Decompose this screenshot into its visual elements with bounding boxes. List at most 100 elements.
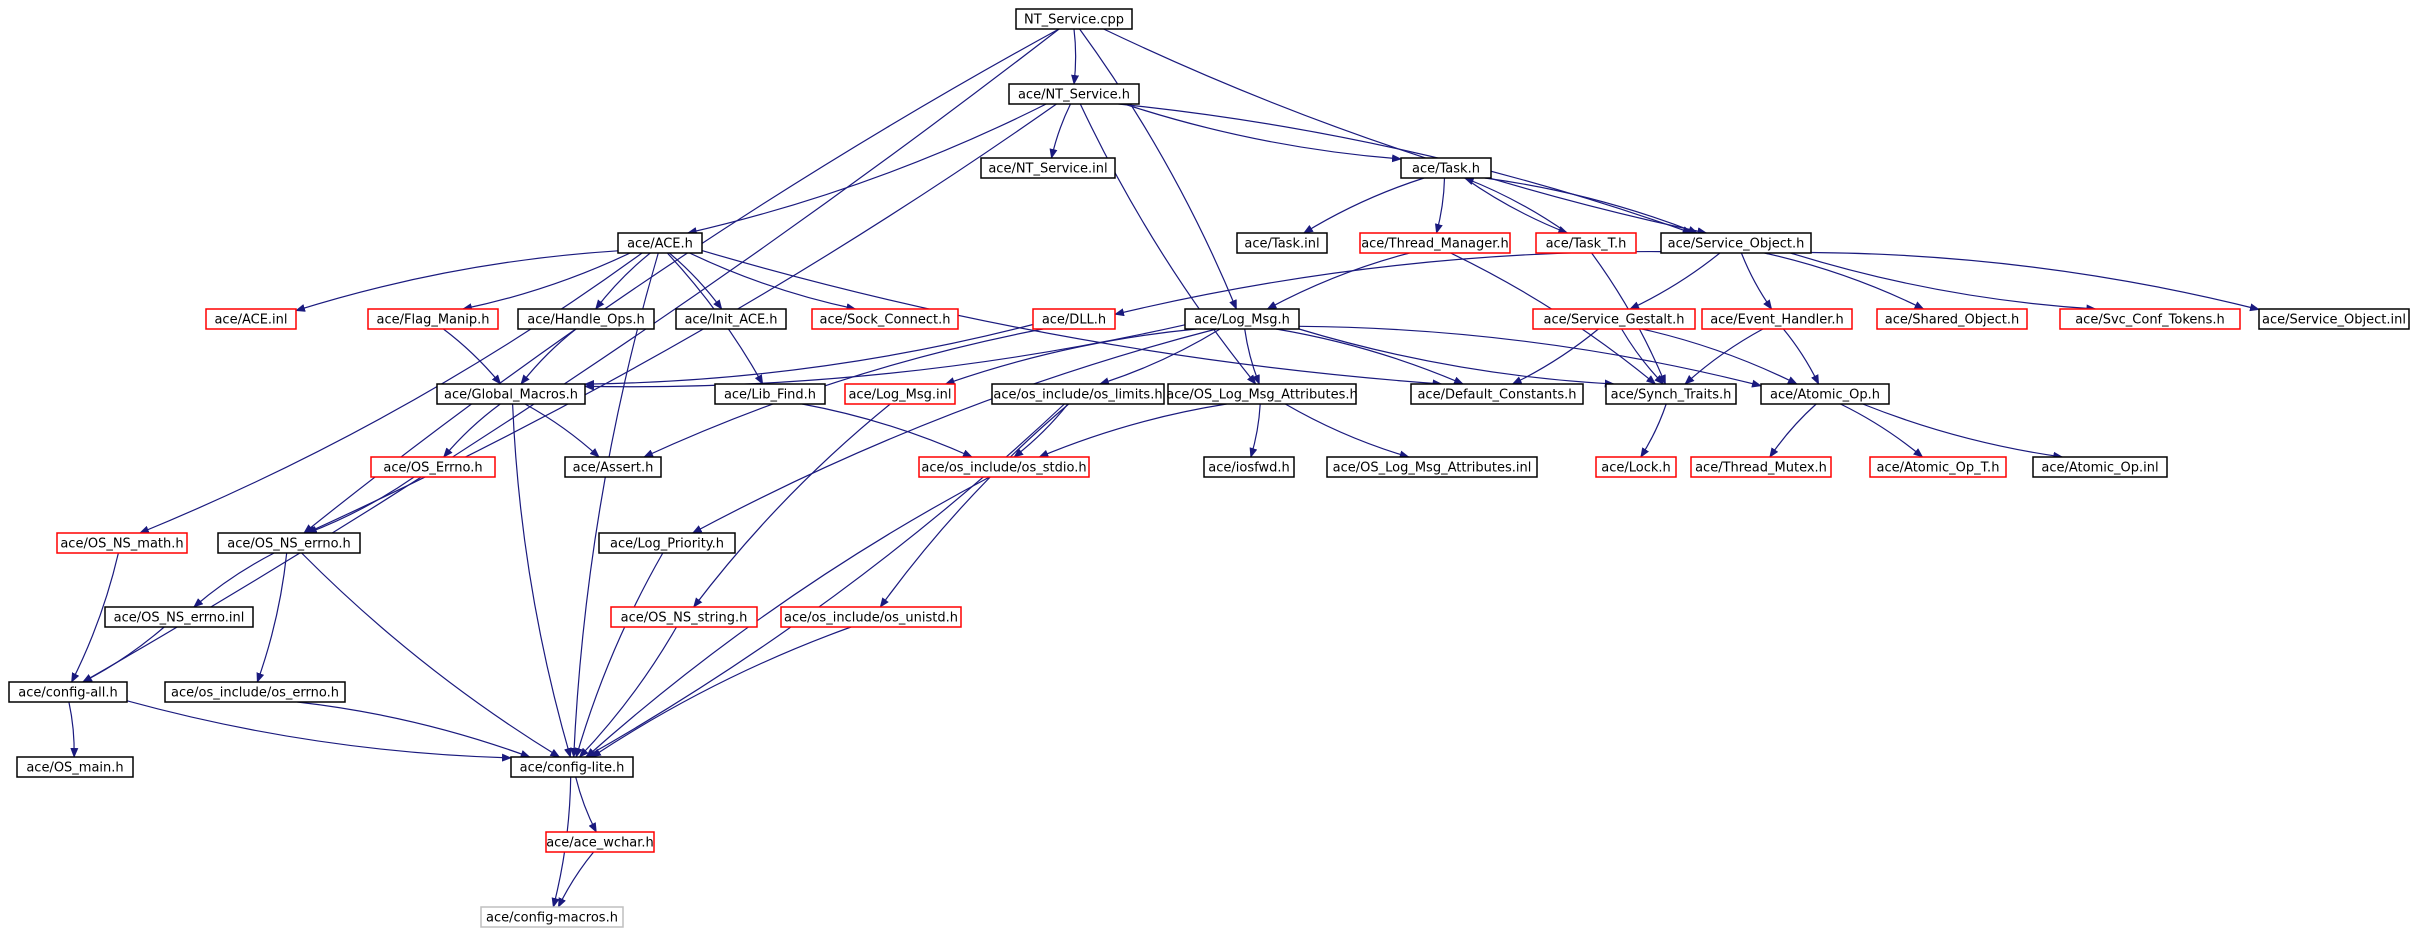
node-assert_h[interactable]: ace/Assert.h [564, 456, 662, 478]
node-box[interactable] [811, 308, 959, 330]
node-box[interactable] [1605, 383, 1737, 405]
node-box[interactable] [545, 831, 655, 853]
node-thread_mutex_h[interactable]: ace/Thread_Mutex.h [1690, 456, 1832, 478]
node-box[interactable] [205, 308, 297, 330]
node-config_all_h[interactable]: ace/config-all.h [8, 681, 128, 703]
node-box[interactable] [436, 383, 586, 405]
node-ace_h[interactable]: ace/ACE.h [617, 232, 703, 254]
node-atomic_op_h[interactable]: ace/Atomic_Op.h [1760, 383, 1890, 405]
node-box[interactable] [16, 756, 134, 778]
node-box[interactable] [844, 383, 956, 405]
node-event_handler_h[interactable]: ace/Event_Handler.h [1701, 308, 1853, 330]
node-box[interactable] [675, 308, 787, 330]
node-box[interactable] [480, 906, 624, 928]
node-box[interactable] [367, 308, 499, 330]
node-log_priority_h[interactable]: ace/Log_Priority.h [598, 532, 736, 554]
node-shared_object_h[interactable]: ace/Shared_Object.h [1876, 308, 2028, 330]
node-box[interactable] [1359, 232, 1511, 254]
node-box[interactable] [56, 532, 188, 554]
node-box[interactable] [370, 456, 496, 478]
node-box[interactable] [1701, 308, 1853, 330]
node-box[interactable] [2258, 308, 2410, 330]
node-iosfwd_h[interactable]: ace/iosfwd.h [1203, 456, 1295, 478]
node-atomic_op_t_h[interactable]: ace/Atomic_Op_T.h [1869, 456, 2007, 478]
node-init_ace_h[interactable]: ace/Init_ACE.h [675, 308, 787, 330]
node-box[interactable] [1015, 8, 1133, 30]
node-box[interactable] [780, 606, 962, 628]
node-os_errno_h[interactable]: ace/OS_Errno.h [370, 456, 496, 478]
node-box[interactable] [714, 383, 826, 405]
node-log_msg_h[interactable]: ace/Log_Msg.h [1184, 308, 1300, 330]
node-os_ns_errno_inl[interactable]: ace/OS_NS_errno.inl [104, 606, 254, 628]
node-atomic_op_inl[interactable]: ace/Atomic_Op.inl [2032, 456, 2168, 478]
node-box[interactable] [2059, 308, 2241, 330]
node-box[interactable] [598, 532, 736, 554]
node-task_h[interactable]: ace/Task.h [1400, 157, 1492, 179]
node-os_ns_math_h[interactable]: ace/OS_NS_math.h [56, 532, 188, 554]
node-os_unistd_h[interactable]: ace/os_include/os_unistd.h [780, 606, 962, 628]
node-os_stdio_h[interactable]: ace/os_include/os_stdio.h [918, 456, 1090, 478]
node-box[interactable] [8, 681, 128, 703]
node-box[interactable] [1535, 232, 1637, 254]
node-box[interactable] [1690, 456, 1832, 478]
node-task_inl[interactable]: ace/Task.inl [1236, 232, 1328, 254]
node-thread_manager_h[interactable]: ace/Thread_Manager.h [1359, 232, 1511, 254]
node-sock_connect_h[interactable]: ace/Sock_Connect.h [811, 308, 959, 330]
node-box[interactable] [991, 383, 1165, 405]
node-service_object_inl[interactable]: ace/Service_Object.inl [2258, 308, 2410, 330]
node-box[interactable] [1869, 456, 2007, 478]
node-log_msg_inl[interactable]: ace/Log_Msg.inl [844, 383, 956, 405]
node-service_gestalt_h[interactable]: ace/Service_Gestalt.h [1532, 308, 1696, 330]
node-svc_conf_tokens_h[interactable]: ace/Svc_Conf_Tokens.h [2059, 308, 2241, 330]
node-box[interactable] [1400, 157, 1492, 179]
node-lib_find_h[interactable]: ace/Lib_Find.h [714, 383, 826, 405]
node-lock_h[interactable]: ace/Lock.h [1595, 456, 1677, 478]
node-box[interactable] [510, 756, 634, 778]
node-default_constants_h[interactable]: ace/Default_Constants.h [1410, 383, 1584, 405]
node-box[interactable] [1167, 383, 1357, 405]
node-box[interactable] [1410, 383, 1584, 405]
node-box[interactable] [164, 681, 346, 703]
node-box[interactable] [1595, 456, 1677, 478]
node-nt_service_h[interactable]: ace/NT_Service.h [1008, 83, 1140, 105]
node-ace_inl[interactable]: ace/ACE.inl [205, 308, 297, 330]
node-nt_service_inl[interactable]: ace/NT_Service.inl [980, 157, 1116, 179]
node-box[interactable] [1326, 456, 1538, 478]
node-box[interactable] [1008, 83, 1140, 105]
node-box[interactable] [564, 456, 662, 478]
node-os_include_os_errno_h[interactable]: ace/os_include/os_errno.h [164, 681, 346, 703]
node-box[interactable] [517, 308, 655, 330]
node-box[interactable] [1660, 232, 1812, 254]
node-flag_manip_h[interactable]: ace/Flag_Manip.h [367, 308, 499, 330]
node-synch_traits_h[interactable]: ace/Synch_Traits.h [1605, 383, 1737, 405]
node-box[interactable] [1032, 308, 1116, 330]
node-os_main_h[interactable]: ace/OS_main.h [16, 756, 134, 778]
node-task_t_h[interactable]: ace/Task_T.h [1535, 232, 1637, 254]
node-box[interactable] [217, 532, 361, 554]
node-config_macros_h[interactable]: ace/config-macros.h [480, 906, 624, 928]
node-box[interactable] [617, 232, 703, 254]
node-os_limits_h[interactable]: ace/os_include/os_limits.h [991, 383, 1165, 405]
node-box[interactable] [980, 157, 1116, 179]
node-box[interactable] [104, 606, 254, 628]
node-os_log_msg_attributes_inl[interactable]: ace/OS_Log_Msg_Attributes.inl [1326, 456, 1538, 478]
node-os_ns_errno_h[interactable]: ace/OS_NS_errno.h [217, 532, 361, 554]
node-box[interactable] [918, 456, 1090, 478]
node-box[interactable] [2032, 456, 2168, 478]
node-box[interactable] [610, 606, 758, 628]
node-os_log_msg_attributes_h[interactable]: ace/OS_Log_Msg_Attributes.h [1166, 383, 1358, 405]
node-ace_wchar_h[interactable]: ace/ace_wchar.h [545, 831, 655, 853]
node-service_object_h[interactable]: ace/Service_Object.h [1660, 232, 1812, 254]
node-box[interactable] [1876, 308, 2028, 330]
node-nt_service_cpp[interactable]: NT_Service.cpp [1015, 8, 1133, 30]
node-global_macros_h[interactable]: ace/Global_Macros.h [436, 383, 586, 405]
node-box[interactable] [1760, 383, 1890, 405]
node-box[interactable] [1184, 308, 1300, 330]
node-dll_h[interactable]: ace/DLL.h [1032, 308, 1116, 330]
node-handle_ops_h[interactable]: ace/Handle_Ops.h [517, 308, 655, 330]
node-box[interactable] [1532, 308, 1696, 330]
node-box[interactable] [1236, 232, 1328, 254]
node-box[interactable] [1203, 456, 1295, 478]
node-os_ns_string_h[interactable]: ace/OS_NS_string.h [610, 606, 758, 628]
node-config_lite_h[interactable]: ace/config-lite.h [510, 756, 634, 778]
